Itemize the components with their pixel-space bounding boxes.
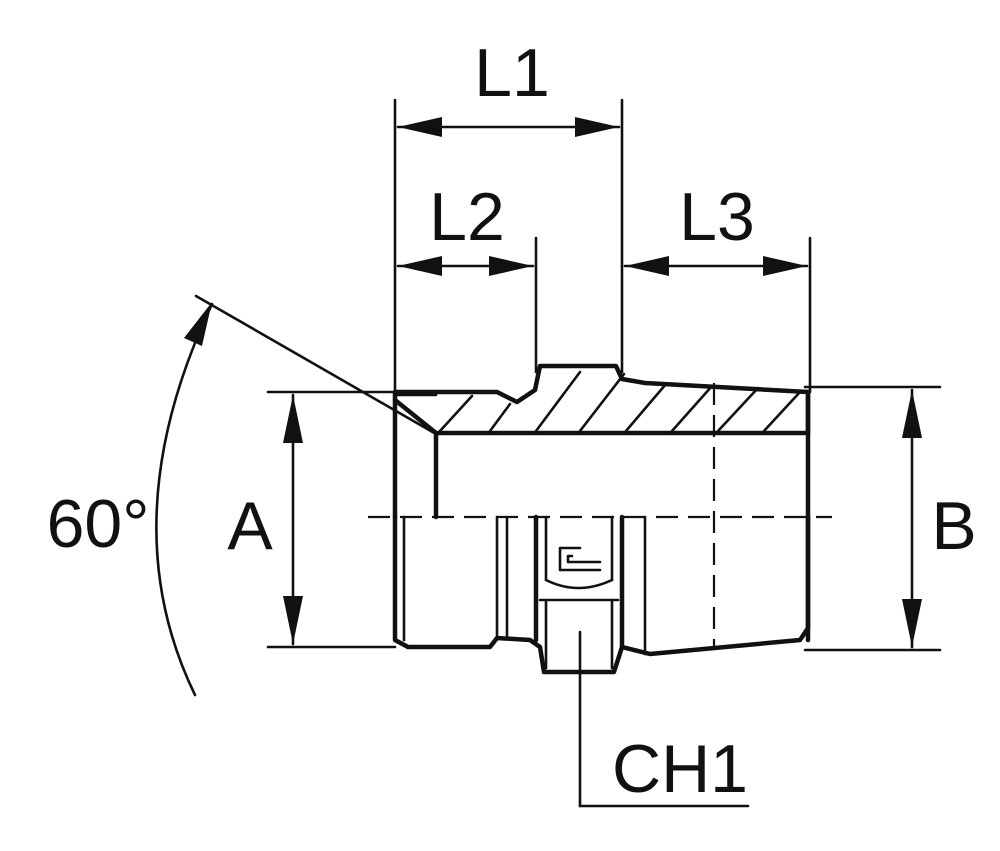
l2-arrow-left — [398, 256, 442, 276]
dimension-b: B — [902, 388, 977, 649]
b-arrow-bottom — [902, 599, 922, 647]
dimension-l2: L2 — [396, 179, 535, 276]
a-arrow-bottom — [283, 596, 303, 644]
l1-arrow-left — [398, 117, 442, 137]
angle-arrow — [184, 302, 212, 346]
label-a: A — [227, 488, 273, 564]
l1-arrow-right — [575, 117, 619, 137]
label-b: B — [931, 488, 976, 564]
label-angle: 60° — [47, 486, 150, 562]
dimension-ch1: CH1 — [578, 630, 750, 808]
upper-section-outline — [392, 363, 811, 520]
left-chamfer — [392, 397, 439, 436]
l3-arrow-left — [625, 256, 669, 276]
l3-arrow-right — [763, 256, 807, 276]
dimension-a: A — [227, 393, 303, 646]
manufacturer-mark-icon — [558, 546, 602, 572]
dimension-l1: L1 — [396, 35, 621, 137]
extension-lines — [266, 98, 942, 652]
l2-arrow-right — [489, 256, 533, 276]
a-arrow-top — [283, 395, 303, 443]
label-l1: L1 — [474, 35, 550, 111]
lower-outline — [392, 514, 811, 675]
fitting-body — [392, 363, 811, 675]
label-l2: L2 — [429, 179, 505, 255]
label-l3: L3 — [679, 179, 755, 255]
label-ch1: CH1 — [612, 731, 748, 807]
dimension-l3: L3 — [623, 179, 809, 276]
section-hatching — [438, 370, 802, 433]
b-arrow-top — [902, 390, 922, 438]
